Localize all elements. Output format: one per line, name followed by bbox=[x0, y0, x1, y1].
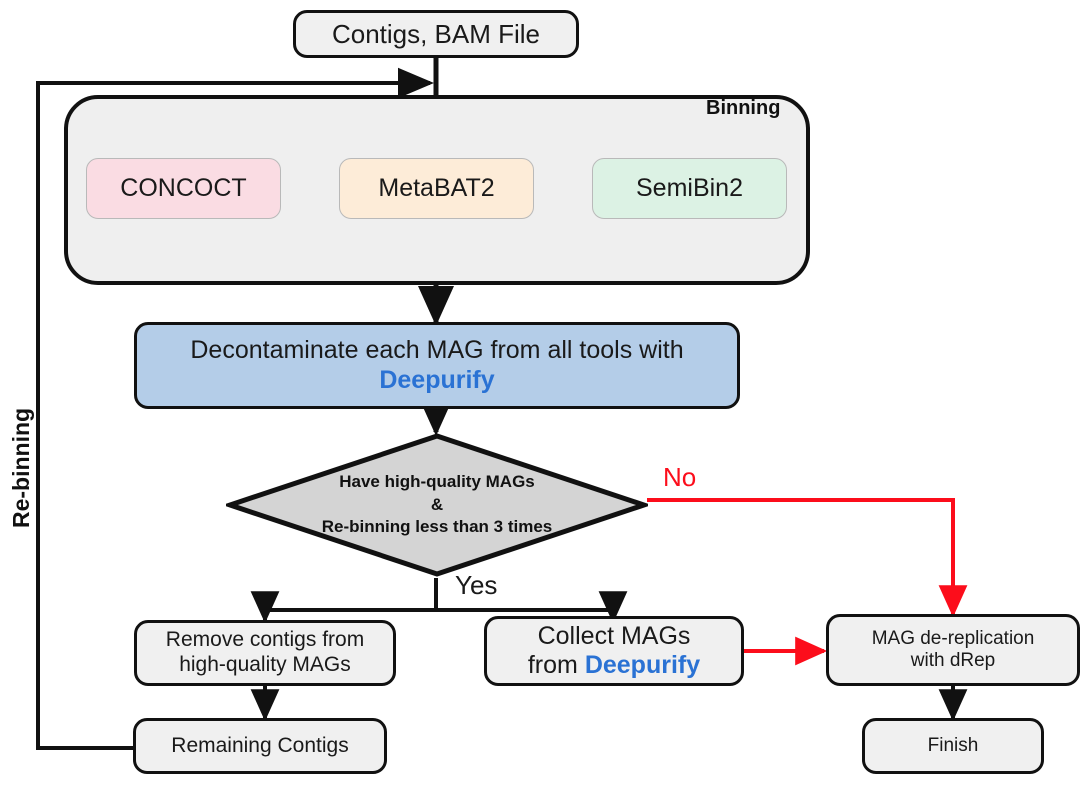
binning-group-label: Binning bbox=[706, 97, 781, 119]
node-decontaminate-deepurify: Deepurify bbox=[379, 365, 495, 394]
node-remove-contigs[interactable]: Remove contigs from high-quality MAGs bbox=[134, 620, 396, 686]
node-remaining-contigs-label: Remaining Contigs bbox=[171, 733, 349, 757]
edge-label-yes: Yes bbox=[455, 570, 498, 600]
node-input[interactable]: Contigs, BAM File bbox=[293, 10, 579, 58]
node-dereplication-line1: MAG de-replication bbox=[871, 627, 1035, 649]
decision-line1: Have high-quality MAGs bbox=[339, 471, 535, 491]
node-decontaminate[interactable]: Decontaminate each MAG from all tools wi… bbox=[134, 322, 740, 409]
node-decontaminate-line1: Decontaminate each MAG from all tools wi… bbox=[190, 336, 684, 364]
node-remove-contigs-line2: high-quality MAGs bbox=[179, 653, 351, 676]
node-concoct[interactable]: CONCOCT bbox=[86, 158, 281, 219]
node-semibin2[interactable]: SemiBin2 bbox=[592, 158, 787, 219]
node-semibin2-label: SemiBin2 bbox=[636, 173, 743, 202]
node-collect-mags-line2: from Deepurify bbox=[528, 651, 700, 681]
node-metabat2[interactable]: MetaBAT2 bbox=[339, 158, 534, 219]
node-input-label: Contigs, BAM File bbox=[331, 18, 541, 49]
node-remaining-contigs[interactable]: Remaining Contigs bbox=[133, 718, 387, 774]
node-finish-label: Finish bbox=[927, 734, 979, 756]
node-dereplication-line2: with dRep bbox=[910, 650, 996, 671]
node-decision[interactable]: Have high-quality MAGs & Re-binning less… bbox=[222, 432, 652, 578]
edge-label-rebinning: Re-binning bbox=[8, 407, 34, 528]
decision-diamond-shape bbox=[222, 433, 652, 577]
node-concoct-label: CONCOCT bbox=[120, 173, 247, 202]
decision-line2: & bbox=[430, 494, 444, 514]
edge-label-no: No bbox=[663, 462, 697, 492]
node-collect-mags-deepurify: Deepurify bbox=[584, 651, 701, 679]
node-finish[interactable]: Finish bbox=[862, 718, 1044, 774]
decision-text-block: Have high-quality MAGs & Re-binning less… bbox=[226, 432, 648, 578]
node-collect-mags[interactable]: Collect MAGs from Deepurify bbox=[484, 616, 744, 686]
node-metabat2-label: MetaBAT2 bbox=[378, 173, 495, 202]
node-collect-mags-line2-prefix: from bbox=[527, 651, 585, 679]
node-collect-mags-line1: Collect MAGs bbox=[537, 621, 691, 650]
node-remove-contigs-line1: Remove contigs from bbox=[165, 628, 365, 652]
decision-line3: Re-binning less than 3 times bbox=[321, 517, 553, 537]
node-dereplication[interactable]: MAG de-replication with dRep bbox=[826, 614, 1080, 686]
